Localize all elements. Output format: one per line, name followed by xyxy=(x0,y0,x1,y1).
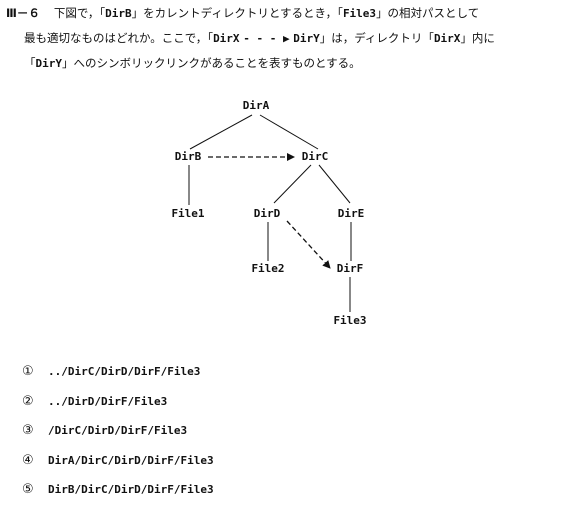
node-file3: File3 xyxy=(333,314,367,327)
choice-3[interactable]: ③/DirC/DirD/DirF/File3 xyxy=(22,422,187,439)
question-text: 」は，ディレクトリ「 xyxy=(319,31,434,45)
question-number: Ⅲ－６ xyxy=(6,6,40,20)
choice-number: ② xyxy=(22,394,34,409)
question-line-2: 最も適切なものはどれか。ここで，「DirX - - - ▶ DirY」は，ディレ… xyxy=(24,30,495,47)
question-file: File3 xyxy=(342,7,377,20)
question-text: 」へのシンボリックリンクがあることを表すものとする。 xyxy=(62,56,361,70)
question-line-1: Ⅲ－６ 下図で，「DirB」をカレントディレクトリとするとき，「File3」の相対… xyxy=(6,5,479,22)
node-dirc: DirC xyxy=(301,150,329,163)
tree-edge-dira-dirb xyxy=(189,114,253,150)
choice-path: ../DirD/DirF/File3 xyxy=(48,395,168,408)
symlink-legend-arrow: - - - ▶ xyxy=(243,32,290,45)
choice-1[interactable]: ① ../DirC/DirD/DirF/File3 xyxy=(22,363,200,380)
tree-edge-dira-dirc xyxy=(259,114,319,150)
question-text: 「 xyxy=(24,56,36,70)
node-dird: DirD xyxy=(253,207,281,220)
choice-5[interactable]: ⑤ DirB/DirC/DirD/DirF/File3 xyxy=(22,481,214,498)
symlink-arrow-dird-dirf xyxy=(286,220,331,269)
question-text: 」をカレントディレクトリとするとき，「 xyxy=(131,6,343,20)
question-dir: DirX xyxy=(433,32,461,45)
choice-number: ① xyxy=(22,364,34,379)
tree-edge-dirc-dird xyxy=(273,164,312,204)
node-file2: File2 xyxy=(251,262,285,275)
question-dir: DirY xyxy=(35,57,63,70)
node-file1: File1 xyxy=(171,207,205,220)
question-dir: DirY xyxy=(293,32,320,45)
node-dira: DirA xyxy=(242,99,270,112)
choice-path: ../DirC/DirD/DirF/File3 xyxy=(48,365,201,378)
question-text: 」内に xyxy=(460,31,495,45)
question-text: 下図で，「 xyxy=(53,6,106,20)
tree-edge-dirc-dire xyxy=(318,164,351,204)
question-dir: DirX xyxy=(213,32,240,45)
choice-number: ⑤ xyxy=(22,482,34,497)
question-text: 最も適切なものはどれか。ここで，「 xyxy=(24,31,214,45)
node-dirf: DirF xyxy=(336,262,364,275)
choice-path: DirB/DirC/DirD/DirF/File3 xyxy=(48,483,214,496)
question-text: 」の相対パスとして xyxy=(376,6,480,20)
choice-4[interactable]: ④ DirA/DirC/DirD/DirF/File3 xyxy=(22,452,214,469)
choice-number: ④ xyxy=(22,453,34,468)
choice-number: ③ xyxy=(22,423,34,438)
question-dir: DirB xyxy=(105,7,132,20)
node-dire: DirE xyxy=(337,207,365,220)
choice-2[interactable]: ② ../DirD/DirF/File3 xyxy=(22,393,167,410)
choice-path: DirA/DirC/DirD/DirF/File3 xyxy=(48,454,214,467)
choice-path: /DirC/DirD/DirF/File3 xyxy=(48,424,188,437)
question-line-3: 「DirY」へのシンボリックリンクがあることを表すものとする。 xyxy=(24,55,361,72)
node-dirb: DirB xyxy=(174,150,202,163)
